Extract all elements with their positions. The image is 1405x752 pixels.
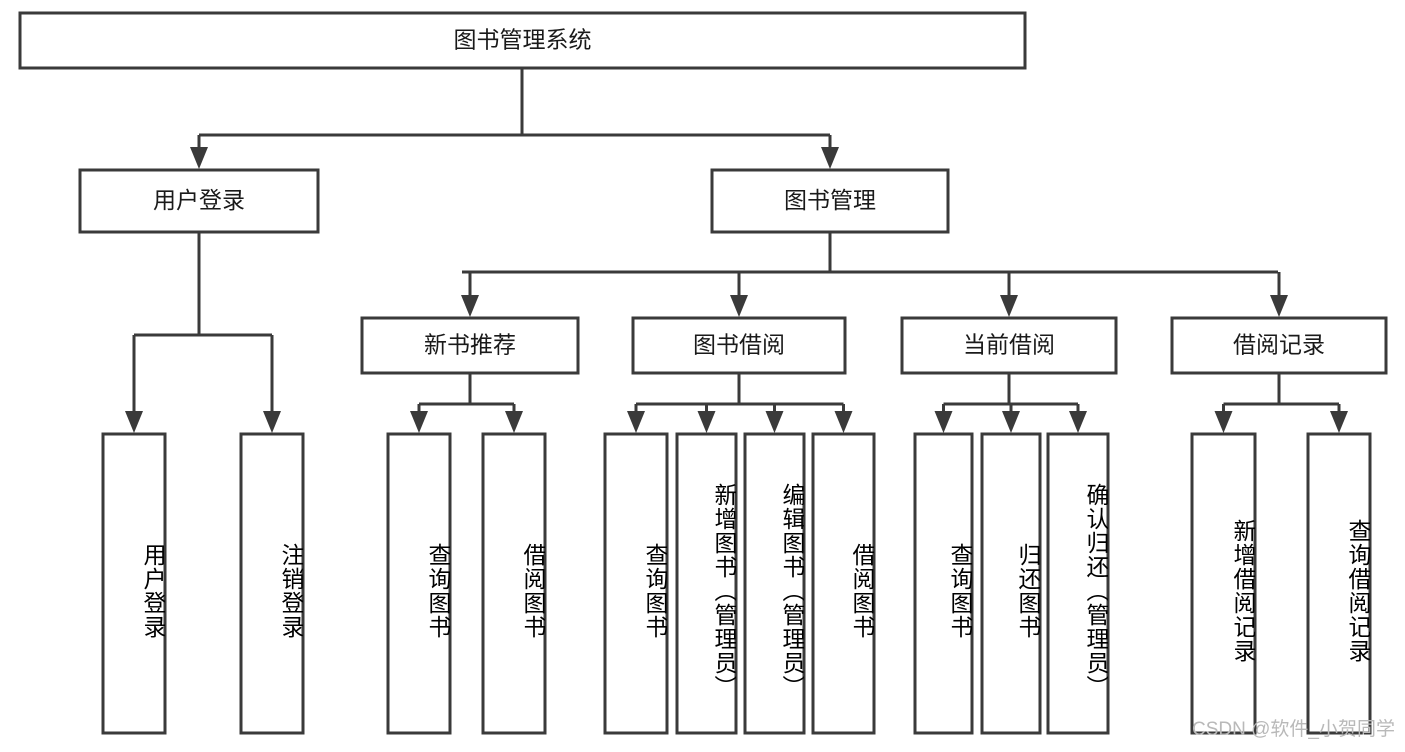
leaf-l-add-record-box[interactable] (1190, 432, 1257, 735)
leaf-l-query-record-box[interactable] (1306, 432, 1372, 735)
arrow-head-icon (834, 411, 853, 433)
csdn-watermark: CSDN @软件_小贺同学 (1192, 719, 1395, 740)
node-new-book-rec-label: 新书推荐 (424, 332, 516, 358)
node-book-borrow-box[interactable] (631, 316, 847, 375)
arrow-head-icon (125, 411, 143, 433)
node-book-manage-box[interactable] (710, 168, 950, 234)
arrow-head-icon (697, 411, 716, 433)
arrow-head-icon (730, 295, 748, 317)
arrow-head-icon (190, 147, 208, 169)
node-borrow-record-box[interactable] (1170, 316, 1388, 375)
arrow-head-icon (765, 411, 784, 433)
node-user-login-label: 用户登录 (153, 187, 245, 213)
arrow-head-icon (1214, 411, 1233, 433)
leaf-l-borrow-book-2-box[interactable] (811, 432, 876, 735)
leaf-l-return-book-box[interactable] (980, 432, 1042, 735)
arrow-head-icon (934, 411, 953, 433)
leaf-l-edit-book-box[interactable] (743, 432, 806, 735)
arrow-head-icon (1069, 411, 1087, 433)
arrow-head-icon (1000, 295, 1018, 317)
arrow-head-icon (1270, 295, 1288, 317)
arrow-head-icon (505, 411, 523, 433)
node-borrow-record-label: 借阅记录 (1233, 332, 1325, 358)
leaf-l-query-book-1-box[interactable] (386, 432, 452, 735)
arrow-head-icon (461, 295, 479, 317)
node-root-label: 图书管理系统 (454, 27, 592, 53)
node-book-borrow-label: 图书借阅 (693, 332, 785, 358)
arrow-head-icon (627, 411, 645, 433)
leaf-leaf-user-login-box[interactable] (101, 432, 167, 735)
arrow-head-icon (1330, 411, 1348, 433)
node-user-login-box[interactable] (78, 168, 320, 234)
leaf-l-query-book-3-box[interactable] (913, 432, 974, 735)
arrow-head-icon (263, 411, 281, 433)
node-book-manage-label: 图书管理 (784, 187, 876, 213)
leaf-l-borrow-book-1-box[interactable] (481, 432, 547, 735)
node-root-box[interactable] (18, 11, 1027, 70)
arrow-head-icon (821, 147, 839, 169)
arrow-head-icon (410, 411, 428, 433)
node-current-borrow-label: 当前借阅 (963, 332, 1055, 358)
leaf-l-add-book-box[interactable] (675, 432, 738, 735)
node-current-borrow-box[interactable] (900, 316, 1118, 375)
leaf-l-confirm-return-box[interactable] (1046, 432, 1110, 735)
arrow-head-icon (1002, 411, 1020, 433)
leaf-l-query-book-2-box[interactable] (603, 432, 669, 735)
leaf-leaf-logout-box[interactable] (239, 432, 305, 735)
